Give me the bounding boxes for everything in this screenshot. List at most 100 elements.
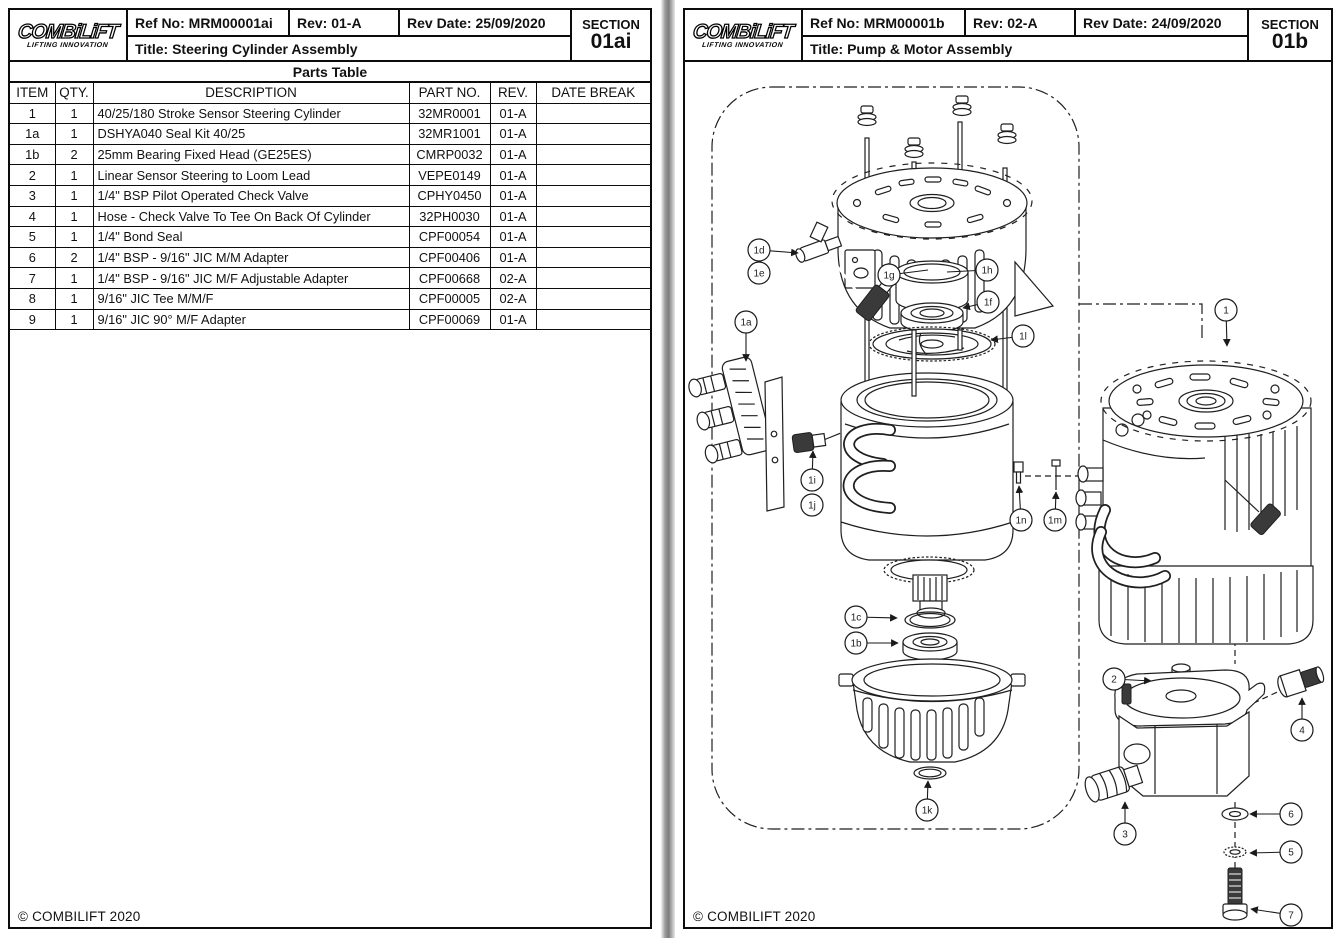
callout-label: 1i	[808, 476, 816, 487]
callout-balloon-1n: 1n	[1009, 508, 1033, 532]
table-cell	[535, 164, 650, 186]
callout-label: 1c	[851, 613, 862, 624]
callout-label: 6	[1288, 810, 1294, 821]
table-cell: CPHY0450	[408, 184, 491, 207]
table-cell: 7	[10, 267, 56, 289]
callout-label: 1f	[984, 298, 993, 309]
callout-balloon-6: 6	[1279, 802, 1303, 826]
table-cell: Linear Sensor Steering to Loom Lead	[92, 164, 410, 186]
table-cell: CMRP0032	[408, 143, 491, 166]
table-cell: CPF00069	[408, 308, 491, 331]
table-cell: 1	[54, 164, 94, 186]
table-cell: 32PH0030	[408, 205, 491, 228]
callout-label: 4	[1299, 726, 1305, 737]
sensor-drawing	[791, 432, 841, 453]
table-cell: 25mm Bearing Fixed Head (GE25ES)	[92, 143, 410, 166]
table-cell: 1	[54, 123, 94, 145]
gasket-plate-drawing	[764, 376, 785, 512]
table-cell	[535, 102, 650, 125]
fitting-3-drawing	[1084, 764, 1144, 803]
table-cell: 1	[54, 205, 94, 228]
gear-drawing	[868, 326, 996, 362]
table-cell: 1	[54, 267, 94, 289]
callout-label: 1l	[1019, 332, 1027, 343]
assembled-motor-drawing	[1075, 360, 1314, 645]
table-cell: 01-A	[489, 102, 537, 125]
section-value: 01b	[1271, 29, 1309, 53]
table-cell	[535, 143, 650, 166]
page-spine-divider	[661, 0, 675, 938]
table-cell: 01-A	[489, 226, 537, 248]
logo-tagline: LIFTING INNOVATION	[27, 41, 109, 49]
table-cell: CPF00005	[408, 287, 491, 310]
table-cell	[535, 184, 650, 207]
table-cell: 2	[54, 246, 94, 269]
callout-balloon-2: 2	[1102, 667, 1126, 691]
callout-label: 1b	[850, 639, 862, 650]
washer-5-drawing	[1223, 846, 1247, 858]
callout-label: 1a	[740, 318, 752, 329]
table-cell: 32MR1001	[408, 123, 491, 145]
table-cell: 1	[54, 226, 94, 248]
callout-label: 1k	[922, 806, 934, 817]
page-title: Title: Pump & Motor Assembly	[803, 37, 1249, 62]
callout-balloon-1m: 1m	[1043, 508, 1067, 532]
column-header: PART NO.	[408, 83, 491, 104]
callout-balloon-1k: 1k	[915, 798, 939, 822]
combilift-logo: COMBiLiFT LIFTING INNOVATION	[10, 10, 128, 62]
callout-balloon-4: 4	[1290, 718, 1314, 742]
callout-balloon-1b: 1b	[844, 631, 868, 655]
callout-balloon-1a: 1a	[734, 310, 758, 334]
callout-label: 1	[1223, 306, 1229, 317]
parts-table-title: Parts Table	[10, 62, 650, 83]
callout-label: 7	[1288, 911, 1294, 922]
bearing-bottom-drawing	[902, 632, 958, 661]
callout-balloon-1c: 1c	[844, 605, 868, 629]
column-header: REV.	[489, 83, 537, 104]
left-page: COMBiLiFT LIFTING INNOVATION Ref No: MRM…	[8, 8, 652, 929]
callout-label: 1m	[1048, 516, 1062, 527]
callout-label: 3	[1122, 830, 1128, 841]
table-cell: 1/4" BSP - 9/16" JIC M/M Adapter	[92, 246, 410, 269]
section-label: SECTION	[582, 16, 640, 32]
bolt-7-drawing	[1222, 867, 1248, 921]
table-cell: 2	[10, 164, 56, 186]
callout-balloon-1i: 1i	[800, 468, 824, 492]
callout-label: 5	[1288, 848, 1294, 859]
callout-balloon-1l: 1l	[1011, 324, 1035, 348]
bottom-end-cap-drawing	[838, 658, 1026, 763]
callout-label: 2	[1111, 675, 1117, 686]
table-cell: 4	[10, 205, 56, 228]
fitting-4-drawing	[1277, 666, 1325, 698]
table-cell: 2	[54, 143, 94, 166]
table-cell: 1/4" BSP - 9/16" JIC M/F Adjustable Adap…	[92, 267, 410, 289]
terminal-block-drawing	[688, 356, 773, 464]
table-cell: 40/25/180 Stroke Sensor Steering Cylinde…	[92, 102, 410, 125]
callout-balloon-3: 3	[1113, 822, 1137, 846]
table-cell: 01-A	[489, 246, 537, 269]
page-title: Title: Steering Cylinder Assembly	[128, 37, 572, 62]
callout-balloon-1j: 1j	[800, 493, 824, 517]
column-header: QTY.	[54, 83, 94, 104]
check-valve-drawing	[795, 221, 873, 311]
snap-ring-drawing	[904, 611, 956, 629]
combilift-logo: COMBiLiFT LIFTING INNOVATION	[685, 10, 803, 62]
table-cell	[535, 287, 650, 310]
table-cell: 9	[10, 308, 56, 331]
page-footer: © COMBILIFT 2020	[693, 909, 816, 924]
table-cell: 9/16" JIC Tee M/M/F	[92, 287, 410, 310]
fastener-1n-drawing	[1013, 461, 1024, 484]
table-cell	[535, 246, 650, 269]
table-cell: CPF00406	[408, 246, 491, 269]
callout-label: 1e	[753, 269, 765, 280]
section-badge: SECTION 01ai	[572, 10, 650, 62]
rev-date: Rev Date: 25/09/2020	[400, 10, 572, 37]
